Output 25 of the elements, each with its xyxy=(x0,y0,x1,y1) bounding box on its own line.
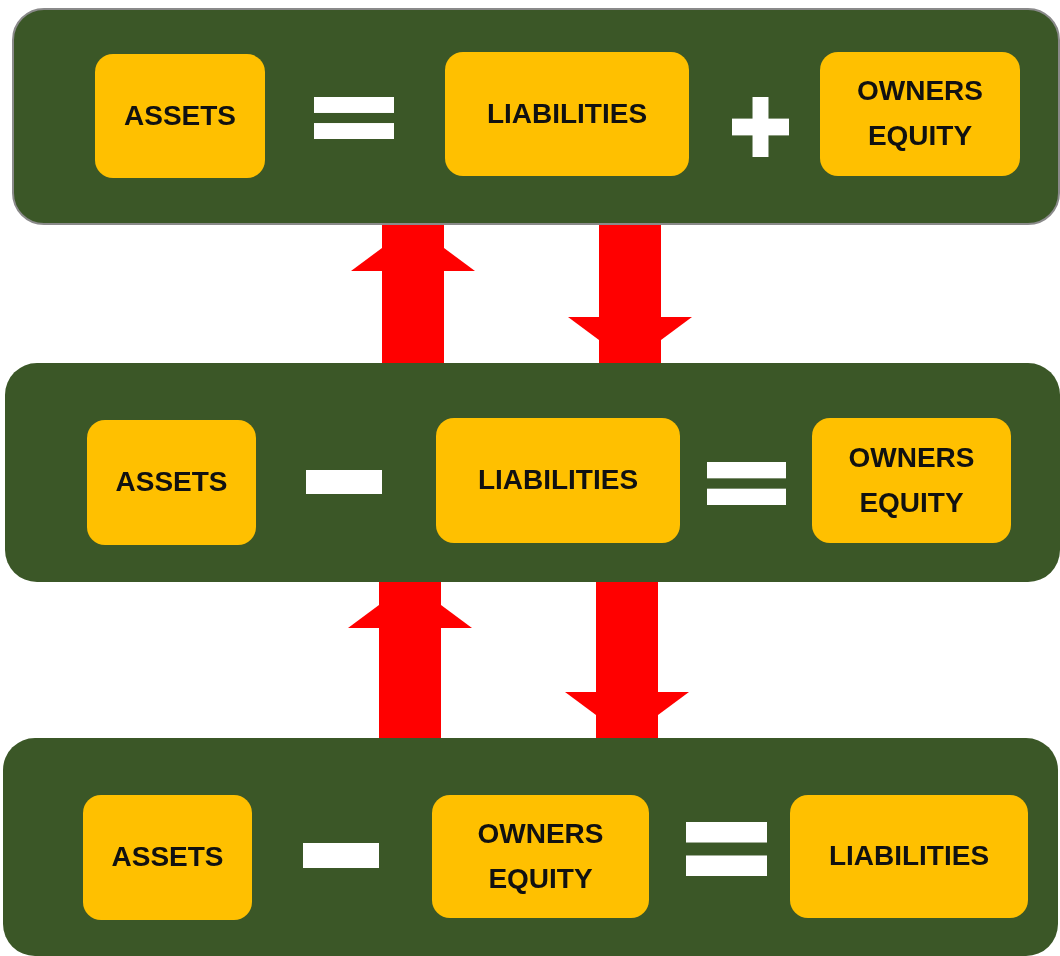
term-box xyxy=(83,795,252,920)
equation-panel xyxy=(3,738,1058,956)
term-box xyxy=(812,418,1011,543)
term-box xyxy=(820,52,1020,176)
term-label: OWNERS EQUITY xyxy=(856,74,984,153)
term-label: ASSETS xyxy=(124,98,236,133)
term-box xyxy=(790,795,1028,918)
term-label: OWNERS EQUITY xyxy=(476,816,605,896)
term-label: LIABILITIES xyxy=(828,839,990,874)
term-box xyxy=(445,52,689,176)
term-box xyxy=(432,795,649,918)
term-box xyxy=(95,54,265,178)
block-arrow xyxy=(565,582,689,738)
block-arrow xyxy=(351,225,475,363)
term-box xyxy=(87,420,256,545)
term-label: OWNERS EQUITY xyxy=(847,440,976,520)
equation-panel xyxy=(12,8,1060,225)
term-label: LIABILITIES xyxy=(477,463,639,498)
term-label: ASSETS xyxy=(115,465,228,500)
term-label: ASSETS xyxy=(111,840,224,875)
term-box xyxy=(436,418,680,543)
block-arrow xyxy=(568,225,692,363)
term-label: LIABILITIES xyxy=(486,96,648,131)
equation-panel xyxy=(5,363,1060,582)
block-arrow xyxy=(348,582,472,738)
